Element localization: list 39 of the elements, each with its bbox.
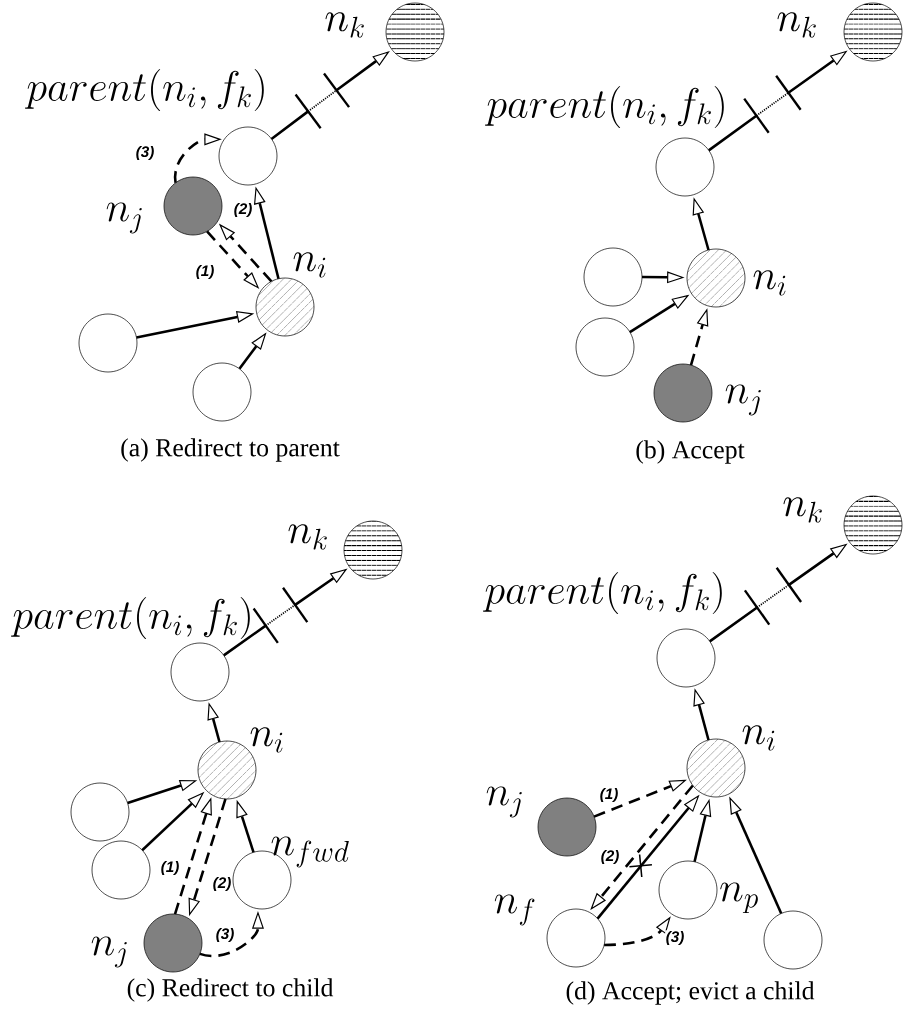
- node-label: $n_j$: [486, 786, 522, 818]
- edge-label: (1): [160, 860, 180, 876]
- node-label: $n_p$: [720, 882, 758, 914]
- caption: (d) Accept; evict a child: [566, 981, 815, 1005]
- node-label: $n_i$: [742, 725, 775, 751]
- caption: (b) Accept: [636, 440, 745, 464]
- edge-label: (2): [233, 202, 253, 218]
- node-label: $n_j$: [106, 202, 142, 234]
- node-label: $n_i$: [293, 252, 326, 278]
- edge-label: (2): [212, 876, 232, 892]
- node-label: $n_k$: [777, 12, 816, 38]
- edge-label: (3): [215, 927, 235, 943]
- node-label: $n_k$: [783, 497, 822, 523]
- node-label: $parent(n_i, f_k)$: [11, 596, 250, 640]
- caption: (a) Redirect to parent: [121, 438, 340, 462]
- edge-label: (2): [600, 849, 620, 865]
- node-label: $n_j$: [91, 936, 127, 968]
- circle-node: [91, 840, 151, 900]
- edge-label: (3): [135, 145, 155, 161]
- node-label: $parent(n_i, f_k)$: [25, 68, 264, 112]
- node-label: $n_k$: [288, 524, 327, 550]
- node-label: $parent(n_i, f_k)$: [483, 571, 722, 615]
- circle-node: [575, 317, 635, 377]
- circle-node: [70, 782, 130, 842]
- node-label: $parent(n_i, f_k)$: [485, 85, 724, 129]
- circle-node: [78, 313, 138, 373]
- node-label: $n_{fwd}$: [271, 836, 349, 868]
- node-label: $n_i$: [250, 727, 283, 753]
- node-label: $n_f$: [494, 894, 535, 926]
- node-label: $n_i$: [753, 270, 786, 296]
- circle-node: [192, 362, 252, 422]
- caption: (c) Redirect to child: [127, 978, 334, 1002]
- node-label: $n_k$: [325, 12, 364, 38]
- edge-label: (3): [665, 930, 685, 946]
- circle-node: [583, 247, 643, 307]
- edge-label: (1): [195, 264, 215, 280]
- edge-label: (1): [599, 787, 619, 803]
- circle-node: [763, 910, 823, 970]
- node-label: $n_j$: [725, 384, 761, 416]
